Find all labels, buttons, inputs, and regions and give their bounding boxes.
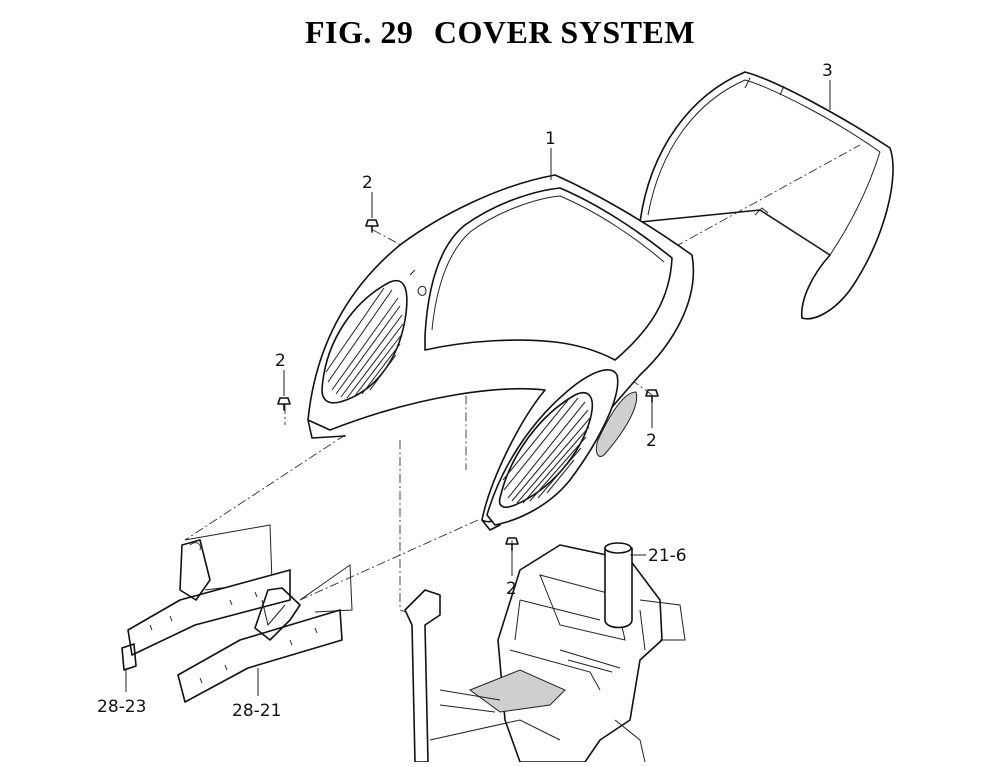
svg-text:28-21: 28-21: [232, 701, 281, 721]
svg-text:2: 2: [506, 579, 517, 599]
callouts: 1 2 2 2 2 3 21: [97, 61, 833, 721]
svg-text:3: 3: [822, 61, 833, 81]
part-28-21-bracket: [177, 564, 353, 703]
right-vent-slats: [502, 397, 591, 504]
bolt-right: [645, 389, 659, 403]
callout-3: 3: [822, 61, 833, 110]
callout-2-right: 2: [646, 402, 657, 451]
part-3-front-cover: [639, 71, 894, 320]
callout-2-mid-left: 2: [275, 351, 286, 396]
svg-text:2: 2: [275, 351, 286, 371]
bolt-mid-left: [277, 397, 291, 411]
bolt-top-left: [365, 219, 379, 233]
svg-text:2: 2: [646, 431, 657, 451]
part-21-6-column: [604, 542, 633, 629]
callout-1: 1: [545, 129, 556, 180]
callout-28-21: 28-21: [232, 668, 281, 721]
part-1-main-cover: [307, 174, 695, 531]
svg-text:21-6: 21-6: [648, 546, 687, 566]
callout-2-top-left: 2: [362, 173, 373, 218]
svg-text:28-23: 28-23: [97, 697, 146, 717]
callout-28-23: 28-23: [97, 668, 146, 717]
frame-structure: [404, 542, 686, 763]
figure-number: FIG. 29: [304, 14, 414, 50]
callout-21-6: 21-6: [630, 546, 687, 566]
figure-name: COVER SYSTEM: [433, 14, 696, 50]
part-2-bolts: [277, 219, 659, 551]
left-vent-slats: [325, 287, 404, 399]
bolt-bottom: [505, 537, 519, 551]
figure-title: FIG. 29 COVER SYSTEM: [0, 14, 1000, 51]
svg-text:2: 2: [362, 173, 373, 193]
part-28-23-bracket: [121, 524, 291, 671]
svg-text:1: 1: [545, 129, 556, 149]
callout-2-bottom: 2: [506, 550, 517, 599]
